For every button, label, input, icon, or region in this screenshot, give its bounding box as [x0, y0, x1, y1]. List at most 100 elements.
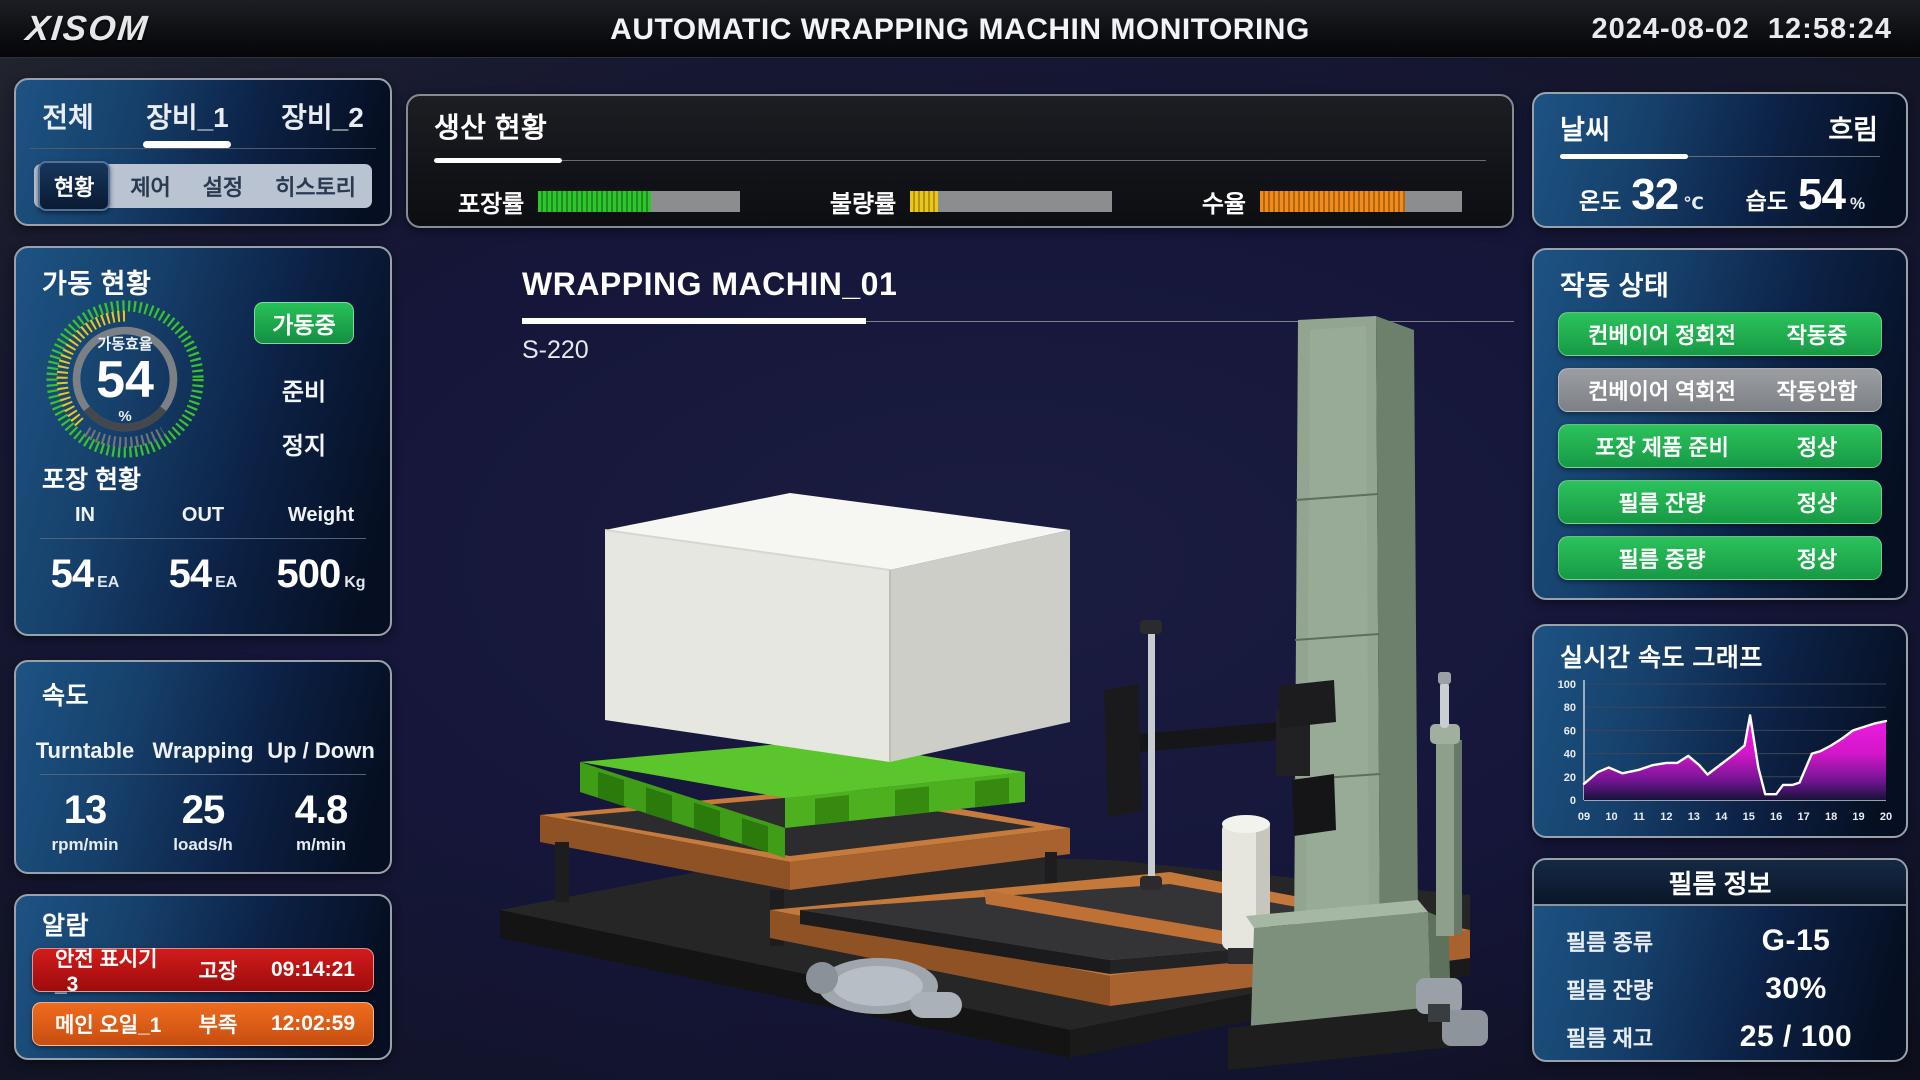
tab-divider: [30, 148, 376, 149]
svg-text:0: 0: [1570, 795, 1576, 807]
speed-header-updown: Up / Down: [267, 738, 375, 763]
tab-equipment-2[interactable]: 장비_2: [281, 102, 364, 133]
svg-text:09: 09: [1578, 811, 1590, 823]
production-title-rule: [434, 158, 1486, 163]
weather-condition: 흐림: [1828, 115, 1878, 145]
speed-header-turntable: Turntable: [35, 738, 135, 763]
subtab-settings[interactable]: 설정: [202, 175, 244, 200]
status-label-stop: 정지: [281, 433, 327, 460]
equipment-tab-panel: 전체 장비_1 장비_2 현황 제어 설정 히스토리: [14, 78, 392, 226]
svg-text:19: 19: [1852, 811, 1864, 823]
svg-text:13: 13: [1688, 811, 1700, 823]
production-panel: 생산 현황 포장률 불량률 수율: [406, 94, 1514, 228]
speed-headers: Turntable Wrapping Up / Down: [26, 738, 380, 764]
operation-status-panel: 가동 현황 가동효율 54 % 가동중 준비 정지 포장 현황 IN OUT W…: [14, 246, 392, 636]
speed-header-wrapping: Wrapping: [152, 738, 254, 763]
machine-name: WRAPPING MACHIN_01: [522, 266, 898, 302]
gauge-value: 54: [96, 351, 154, 410]
svg-text:16: 16: [1770, 811, 1782, 823]
subtab-control[interactable]: 제어: [130, 175, 171, 200]
machine-3d-render: [500, 316, 1488, 1070]
packing-header-out: OUT: [181, 504, 225, 526]
bar-fill: [1259, 191, 1406, 212]
gauge-unit: %: [118, 407, 132, 425]
production-bars: 포장률 불량률 수율: [458, 184, 1462, 219]
status-badge-running: 가동중: [254, 302, 354, 344]
speed-divider: [40, 774, 366, 775]
packing-divider: [40, 538, 366, 539]
subtab-history[interactable]: 히스토리: [275, 175, 357, 200]
svg-text:17: 17: [1798, 811, 1810, 823]
tab-all[interactable]: 전체: [42, 102, 94, 133]
speed-title: 속도: [42, 682, 90, 710]
production-title: 생산 현황: [434, 112, 548, 143]
operating-state-title: 작동 상태: [1560, 271, 1670, 301]
alarm-time: 12:02:59: [270, 1012, 355, 1035]
svg-text:12: 12: [1660, 811, 1672, 823]
bar-track: [1259, 191, 1462, 212]
alarm-time: 09:14:21: [270, 958, 355, 981]
status-label-ready: 준비: [281, 379, 327, 406]
header-bar: XISOM AUTOMATIC WRAPPING MACHIN MONITORI…: [0, 0, 1920, 58]
production-bar-defect: 불량률: [829, 184, 1113, 219]
gauge-readout: 가동효율 54 %: [40, 294, 210, 464]
packing-header-weight: Weight: [287, 504, 355, 526]
gauge-label: 가동효율: [97, 336, 153, 354]
svg-text:11: 11: [1633, 811, 1645, 823]
svg-text:15: 15: [1743, 811, 1755, 823]
tab-equipment-1[interactable]: 장비_1: [138, 92, 237, 146]
alarm-item[interactable]: 안전 표시기_3 고장 09:14:21: [32, 948, 374, 996]
weather-title-rule: [1560, 154, 1880, 159]
production-bar-packing: 포장률: [458, 184, 741, 219]
alarm-panel: 알람 안전 표시기_3 고장 09:14:21 메인 오일_1 부족 12:02…: [14, 894, 392, 1060]
svg-text:60: 60: [1564, 725, 1576, 737]
machine-model: S-220: [522, 336, 589, 364]
film-info-title: 필름 정보: [1534, 860, 1906, 906]
bar-label: 불량률: [829, 191, 897, 218]
bar-label: 포장률: [458, 191, 525, 218]
alarm-item[interactable]: 메인 오일_1 부족 12:02:59: [32, 1002, 374, 1046]
alarm-title: 알람: [42, 912, 90, 940]
weather-title: 날씨: [1560, 115, 1611, 145]
datetime-display: 2024-08-02 12:58:24: [1591, 13, 1892, 45]
packing-title: 포장 현황: [42, 466, 141, 494]
page-title: AUTOMATIC WRAPPING MACHIN MONITORING: [610, 13, 1310, 46]
packing-headers: IN OUT Weight: [26, 504, 380, 527]
svg-text:14: 14: [1715, 811, 1728, 823]
bar-label: 수율: [1201, 191, 1246, 218]
svg-text:40: 40: [1564, 749, 1576, 761]
equipment-tabs: 전체 장비_1 장비_2: [16, 92, 390, 146]
bar-track: [910, 191, 1113, 212]
subtab-status[interactable]: 현황: [37, 161, 111, 211]
svg-text:18: 18: [1825, 811, 1837, 823]
svg-text:80: 80: [1564, 702, 1576, 714]
svg-text:100: 100: [1558, 679, 1576, 691]
bar-fill: [538, 191, 652, 212]
packing-header-in: IN: [75, 504, 95, 526]
svg-text:20: 20: [1880, 811, 1892, 823]
alarm-status: 고장: [198, 960, 238, 983]
production-bar-yield: 수율: [1202, 184, 1462, 219]
bar-fill: [910, 191, 939, 212]
